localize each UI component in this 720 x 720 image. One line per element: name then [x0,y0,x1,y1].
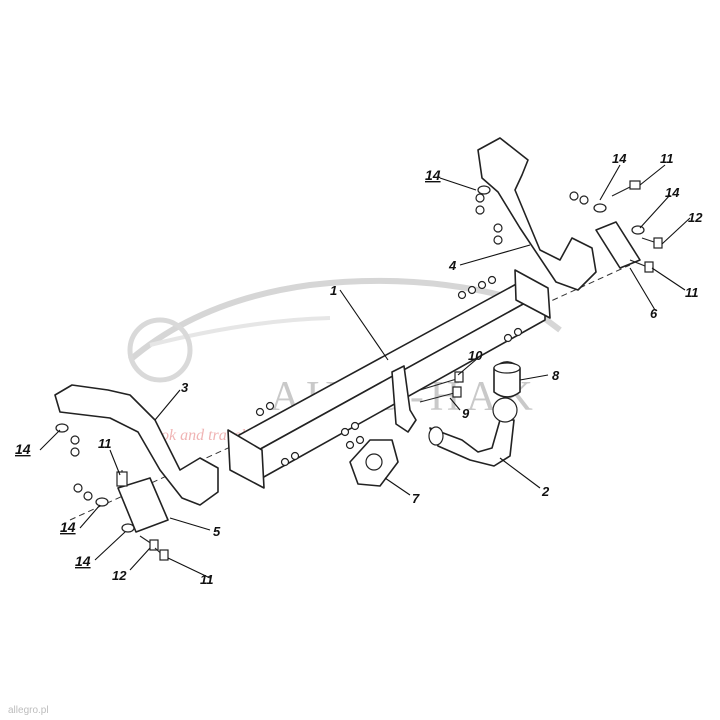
label-part-11-left: 11 [98,436,112,451]
label-part-2: 2 [541,484,550,499]
footer-source: allegro.pl [8,705,49,716]
label-part-4: 4 [448,258,457,273]
right-side-bracket [477,137,597,291]
label-part-7: 7 [412,491,420,506]
side-bolts [116,180,663,561]
tow-ball-neck [428,397,518,467]
label-part-14-top-left: 14 [425,167,441,183]
watermark-tagline: hook and travel [145,427,246,444]
label-part-14-lower-left: 14 [60,519,76,535]
nuts-and-washers [55,185,645,533]
label-part-11-bottom: 11 [200,572,214,587]
label-part-8: 8 [552,368,560,383]
left-reinforcing-plate [117,477,169,533]
label-part-1: 1 [330,283,337,298]
right-reinforcing-plate [595,221,641,269]
leader-lines [39,164,691,579]
ball-cap [493,361,521,398]
left-side-bracket [54,384,219,506]
label-part-14-right: 14 [665,185,680,200]
label-part-14-bottom-left: 14 [75,553,91,569]
part-labels: 1 2 3 4 5 6 7 8 9 10 11 11 11 11 12 12 1… [15,151,703,587]
hook-mount-bracket [391,365,417,433]
label-part-5: 5 [213,524,221,539]
label-part-10: 10 [468,348,483,363]
label-part-11-top: 11 [660,151,674,166]
label-part-9: 9 [462,406,470,421]
label-part-14-top-right: 14 [612,151,627,166]
centre-bolts [419,371,464,403]
label-part-12-left: 12 [112,568,127,583]
label-part-11-right: 11 [685,285,699,300]
label-part-3: 3 [181,380,189,395]
socket-plate [349,439,399,487]
label-part-6: 6 [650,306,658,321]
label-part-12-right: 12 [688,210,703,225]
label-part-14-left: 14 [15,441,31,457]
